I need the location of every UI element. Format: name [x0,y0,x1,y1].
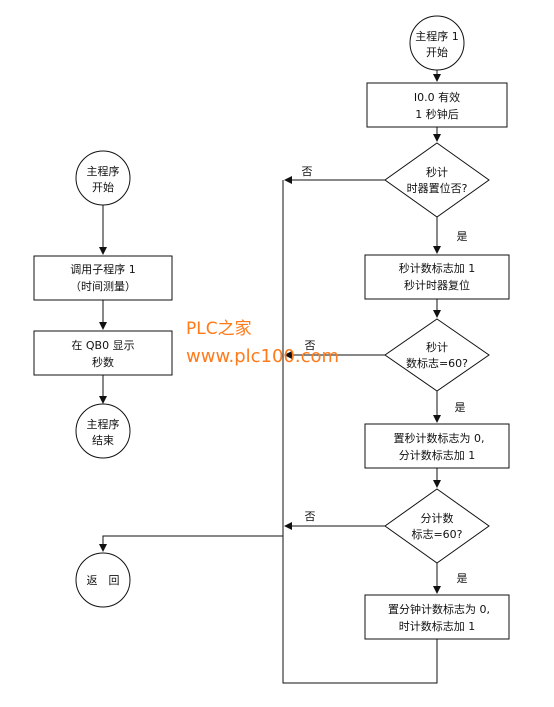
minutes-action-text-1: 置秒计数标志为 0, [394,431,485,445]
call-subroutine-box [33,255,173,301]
display-text-1: 在 QB0 显示 [71,339,134,352]
decision-seconds-text-2: 数标志=60? [406,356,468,370]
minutes-action-text-2: 分计数标志加 1 [399,448,476,462]
decision-timer-diamond [384,142,490,218]
display-text-2: 秒数 [92,355,114,369]
right-start-node [409,15,465,71]
minutes-action-box [364,423,510,469]
return-node [75,552,131,608]
left-start-text-2: 开始 [92,180,114,194]
decision-timer-yes-label: 是 [457,230,468,243]
hours-action-text-1: 置分钟计数标志为 0, [388,602,490,616]
decision-minutes-diamond [384,488,490,564]
decision-timer-text-2: 时器置位否? [407,181,468,195]
right-flow: 主程序 1 开始 I0.0 有效 1 秒钟后 秒计 时器置位否? 否 是 秒计数… [75,15,510,684]
decision-seconds-yes-label: 是 [455,401,466,414]
decision-seconds-text-1: 秒计 [426,340,448,354]
left-start-text-1: 主程序 [87,164,120,178]
decision-minutes-text-2: 标志=60? [411,527,462,541]
watermark-url: www.plc100.com [186,346,340,367]
decision-seconds-diamond [384,318,490,392]
return-loop-line [282,536,438,684]
decision-minutes-yes-label: 是 [457,572,468,585]
call-subroutine-text-1: 调用子程序 1 [70,262,136,276]
decision-minutes-no-label: 否 [305,510,316,523]
delay-box [366,82,508,128]
decision-minutes-text-1: 分计数 [421,512,454,525]
left-end-node [75,403,131,459]
call-subroutine-text-2: （时间测量） [70,280,136,293]
decision-timer-text-1: 秒计 [426,165,448,179]
seconds-action-box [364,254,510,300]
decision-seconds-no-label: 否 [305,339,316,352]
right-start-text-2: 开始 [426,45,448,59]
hours-action-box [364,594,510,640]
left-end-text-2: 结束 [92,434,114,447]
left-flow: 主程序 开始 调用子程序 1 （时间测量） 在 QB0 显示 秒数 主程序 结束 [33,150,173,459]
left-end-text-1: 主程序 [87,417,120,431]
delay-text-2: 1 秒钟后 [415,107,459,121]
return-node-text: 返 回 [87,574,120,587]
decision-timer-no-label: 否 [302,165,313,178]
watermark-brand: PLC之家 [186,319,252,339]
delay-text-1: I0.0 有效 [414,90,460,104]
right-start-text-1: 主程序 1 [415,29,459,43]
hours-action-text-2: 时计数标志加 1 [399,619,476,633]
left-start-node [75,150,131,206]
seconds-action-text-2: 秒计时器复位 [404,278,470,292]
return-to-node-line [99,535,283,552]
seconds-action-text-1: 秒计数标志加 1 [399,261,476,275]
